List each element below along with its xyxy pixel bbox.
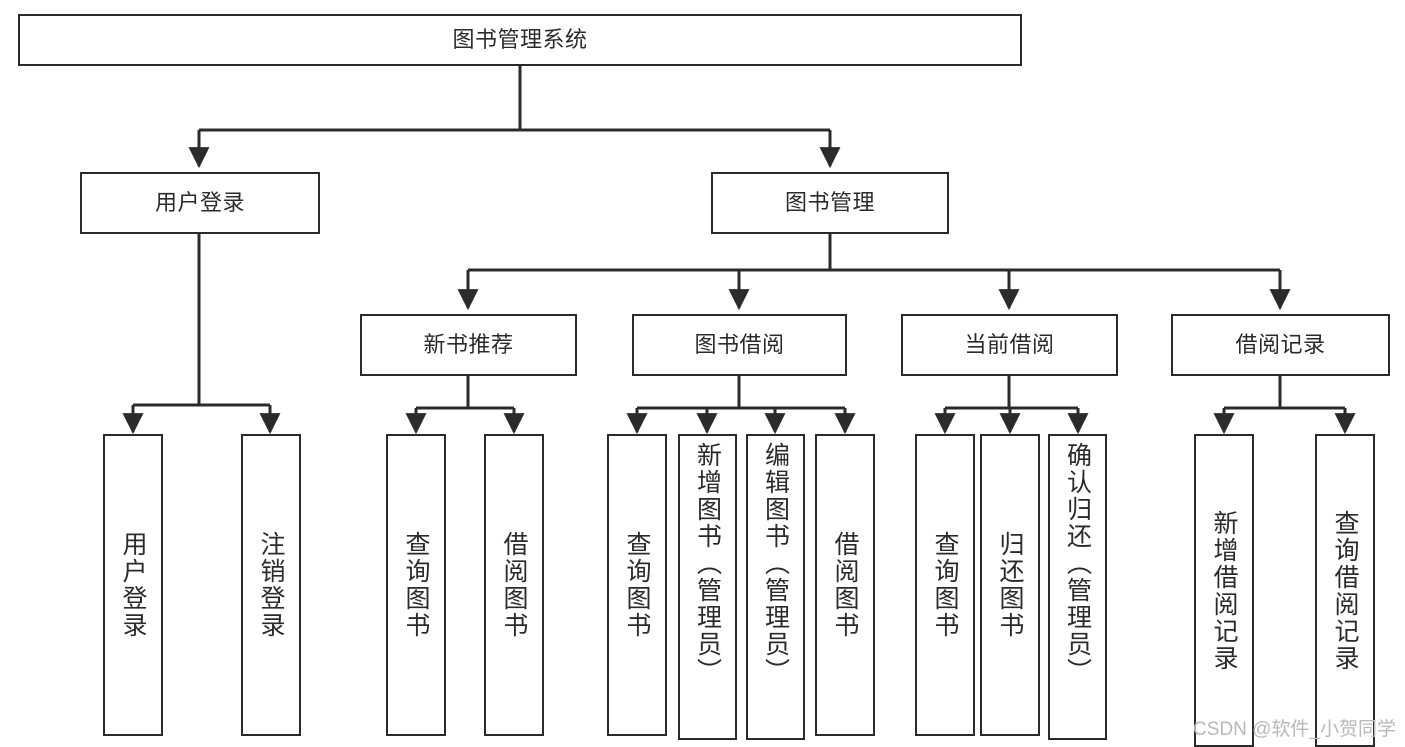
leaf-borrow-book[interactable]: 借阅图书 — [815, 434, 875, 736]
node-label: 借阅图书 — [500, 531, 528, 639]
node-label: 借阅图书 — [831, 531, 859, 639]
node-label: 用户登录 — [119, 531, 147, 639]
node-label: 图书借阅 — [694, 331, 785, 357]
node-user-login[interactable]: 用户登录 — [80, 172, 320, 234]
node-label: 借阅记录 — [1235, 331, 1326, 357]
node-label: 编辑图书（管理员） — [761, 442, 790, 685]
node-label: 查询图书 — [931, 531, 959, 639]
leaf-confirm-return[interactable]: 确认归还（管理员） — [1048, 434, 1107, 740]
node-label: 新书推荐 — [423, 331, 514, 357]
leaf-query-book-borrow[interactable]: 查询图书 — [607, 434, 667, 736]
node-label: 注销登录 — [257, 531, 285, 639]
leaf-query-book-current[interactable]: 查询图书 — [915, 434, 975, 736]
node-label: 图书管理系统 — [452, 26, 588, 52]
node-book-management[interactable]: 图书管理 — [711, 172, 949, 234]
node-current-borrow[interactable]: 当前借阅 — [901, 314, 1118, 376]
leaf-query-borrow-record[interactable]: 查询借阅记录 — [1315, 434, 1375, 747]
leaf-borrow-book-recommend[interactable]: 借阅图书 — [484, 434, 544, 736]
node-label: 当前借阅 — [964, 331, 1055, 357]
node-root-system[interactable]: 图书管理系统 — [18, 14, 1022, 66]
node-label: 归还图书 — [996, 531, 1024, 639]
leaf-user-login[interactable]: 用户登录 — [103, 434, 163, 736]
node-label: 查询借阅记录 — [1331, 509, 1359, 672]
node-label: 查询图书 — [402, 531, 430, 639]
leaf-logout[interactable]: 注销登录 — [241, 434, 301, 736]
node-label: 新增图书（管理员） — [693, 442, 722, 685]
node-borrow-record[interactable]: 借阅记录 — [1171, 314, 1390, 376]
leaf-edit-book[interactable]: 编辑图书（管理员） — [746, 434, 805, 740]
leaf-add-book[interactable]: 新增图书（管理员） — [678, 434, 737, 740]
node-label: 图书管理 — [784, 189, 875, 215]
node-label: 新增借阅记录 — [1210, 509, 1238, 672]
node-label: 确认归还（管理员） — [1063, 442, 1092, 685]
node-label: 查询图书 — [623, 531, 651, 639]
leaf-query-book-recommend[interactable]: 查询图书 — [386, 434, 446, 736]
node-label: 用户登录 — [154, 189, 245, 215]
leaf-add-borrow-record[interactable]: 新增借阅记录 — [1194, 434, 1254, 747]
node-new-book-recommend[interactable]: 新书推荐 — [360, 314, 577, 376]
leaf-return-book[interactable]: 归还图书 — [980, 434, 1040, 736]
node-book-borrow[interactable]: 图书借阅 — [632, 314, 847, 376]
